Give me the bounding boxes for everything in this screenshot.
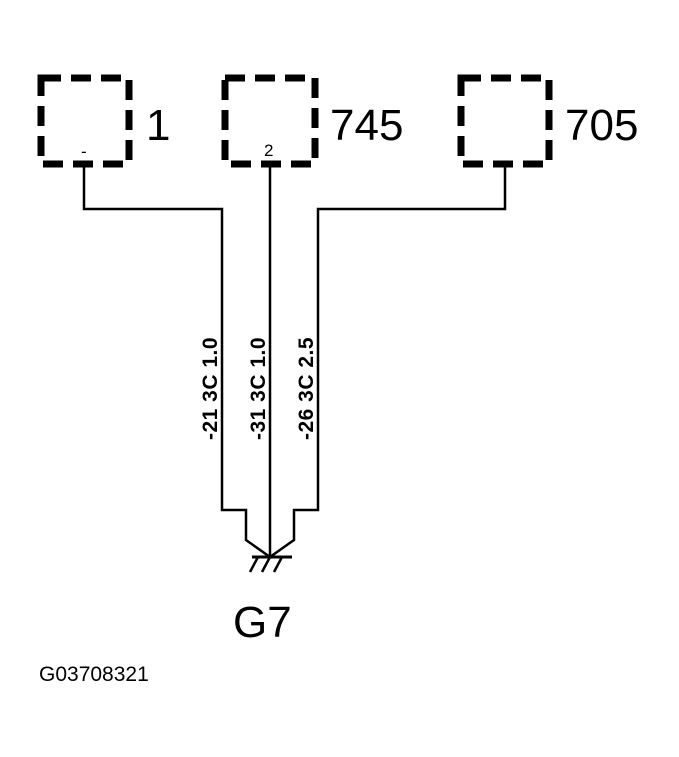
ground-hatch-2 (260, 556, 272, 573)
component-745-pin-label: 2 (264, 141, 273, 160)
figure-id: G03708321 (39, 663, 149, 686)
wire-21 (82, 162, 271, 559)
wire-26-label: -26 3C 2.5 (295, 337, 318, 440)
component-1-pin-label: - (81, 142, 87, 161)
component-1: 1 - (37, 74, 170, 168)
ground-symbol (248, 555, 292, 573)
component-745-number: 745 (330, 101, 403, 150)
wire-26 (269, 162, 507, 559)
component-705-number: 705 (565, 101, 638, 150)
ground-label: G7 (233, 598, 292, 647)
component-705-box (457, 74, 553, 168)
wire-21-label: -21 3C 1.0 (199, 337, 222, 440)
ground-hatch-3 (272, 556, 284, 573)
component-705: 705 (457, 74, 638, 168)
wire-31-label: -31 3C 1.0 (247, 337, 270, 440)
component-1-number: 1 (146, 101, 170, 150)
component-745: 745 2 (221, 74, 403, 168)
ground-hatch-1 (248, 556, 260, 573)
